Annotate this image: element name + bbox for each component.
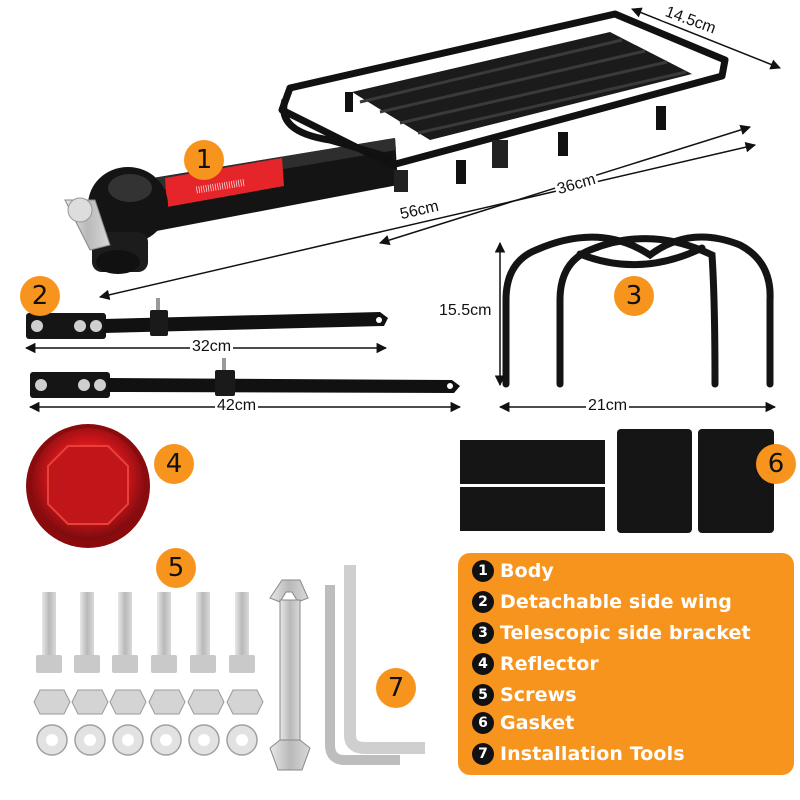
callout-tools: 7 [376,668,416,708]
dim-bracket-width: 21cm [586,397,630,415]
dim-wing-long: 42cm [215,397,259,415]
legend-label: Telescopic side bracket [500,622,751,644]
installation-tools [269,565,425,771]
legend-number: 5 [472,684,494,706]
side-wing-long [30,358,460,398]
legend-number: 4 [472,653,494,675]
legend-number: 2 [472,591,494,613]
callout-side-wing: 2 [20,276,60,316]
legend-number: 1 [472,560,494,582]
legend-number: 3 [472,622,494,644]
reflector [26,424,150,548]
legend-label: Gasket [500,712,575,734]
screws-set [33,592,264,756]
callout-reflector: 4 [154,444,194,484]
legend-number: 7 [472,743,494,765]
legend-item: 1 Body [472,556,554,586]
legend-panel: 1 Body 2 Detachable side wing 3 Telescop… [458,553,794,775]
dim-bracket-height: 15.5cm [437,302,494,320]
legend-label: Screws [500,684,577,706]
callout-body: 1 [184,140,224,180]
callout-side-bracket: 3 [614,276,654,316]
rack-body: ||||||||||||||||||||| [64,10,729,274]
legend-label: Body [500,560,554,582]
side-wing-short [26,298,388,339]
legend-item: 5 Screws [472,680,577,710]
legend-label: Detachable side wing [500,591,732,613]
legend-label: Reflector [500,653,599,675]
dim-wing-short: 32cm [190,338,234,356]
gaskets [460,429,774,533]
callout-screws: 5 [156,548,196,588]
legend-item: 3 Telescopic side bracket [472,618,751,648]
legend-number: 6 [472,712,494,734]
legend-item: 2 Detachable side wing [472,587,732,617]
legend-item: 4 Reflector [472,649,599,679]
legend-item: 6 Gasket [472,708,574,738]
callout-gasket: 6 [756,444,796,484]
legend-item: 7 Installation Tools [472,739,685,769]
legend-label: Installation Tools [500,743,685,765]
